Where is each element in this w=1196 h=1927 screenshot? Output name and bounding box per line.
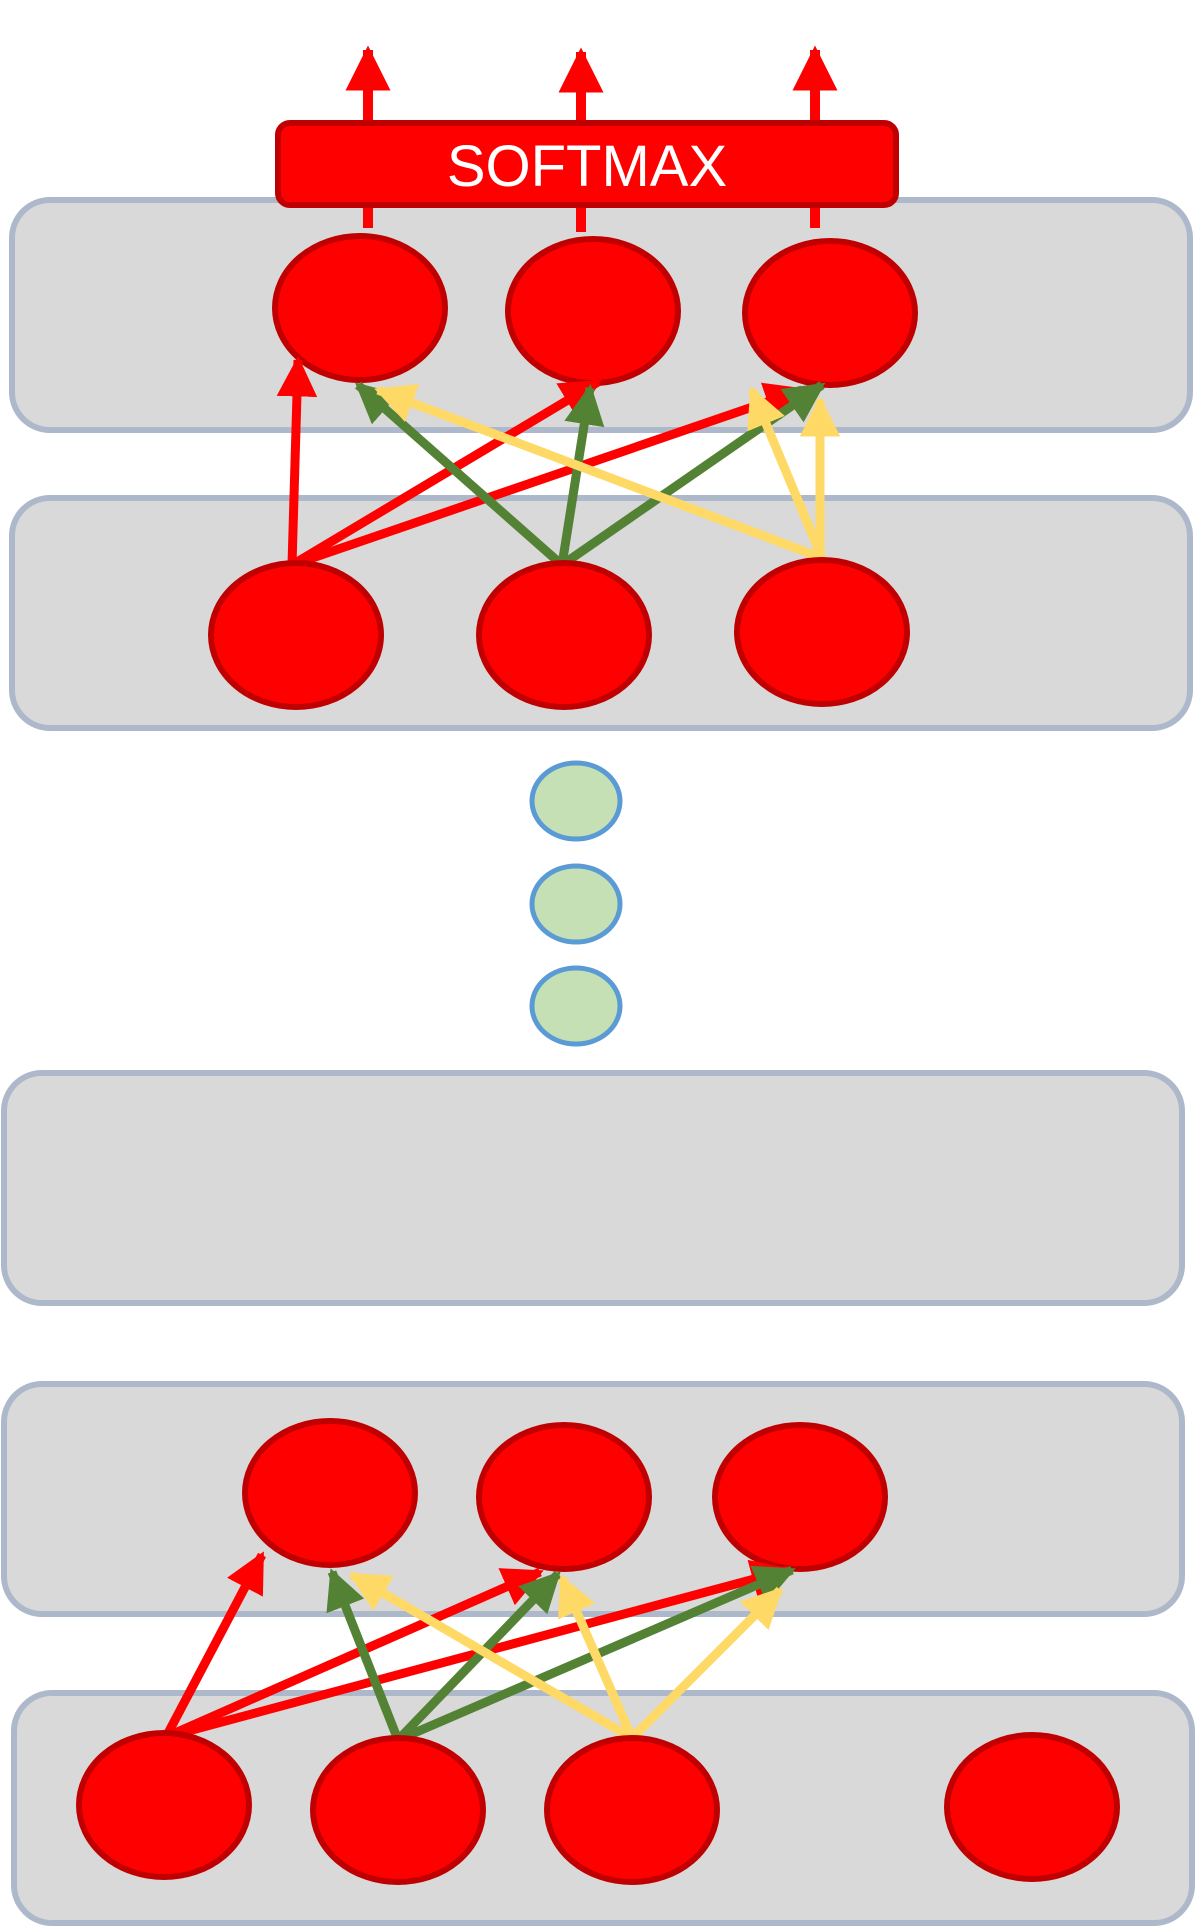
ellipsis-dot-2 [529, 863, 623, 945]
edge-yellow-bottom-2 [557, 1574, 637, 1740]
softmax-box [275, 120, 899, 208]
hidden-top-node-3 [734, 557, 910, 707]
output-node-3 [742, 238, 918, 388]
edge-yellow-bottom-1 [348, 1571, 635, 1742]
hidden-bottom-node-3 [712, 1422, 888, 1572]
softmax-label: SOFTMAX [447, 134, 727, 199]
input-node-4 [944, 1732, 1120, 1882]
edge-red-bottom-2 [164, 1567, 544, 1742]
edge-green-top-2 [557, 383, 605, 566]
hidden-top-node-2 [476, 560, 652, 710]
ellipsis-dot-1 [529, 760, 623, 842]
input-node-3 [544, 1735, 720, 1885]
hidden-top-node-1 [208, 560, 384, 710]
input-node-1 [76, 1730, 252, 1880]
edge-red-top-1 [276, 355, 318, 566]
hidden-bottom-node-1 [242, 1418, 418, 1568]
ellipsis-dot-3 [529, 965, 623, 1047]
edge-yellow-top-1 [374, 383, 824, 563]
hidden-bottom-node-2 [476, 1422, 652, 1572]
edge-green-bottom-2 [394, 1570, 562, 1744]
edge-yellow-top-2 [747, 386, 827, 560]
edge-green-bottom-1 [326, 1568, 403, 1742]
middle-layer [1, 1070, 1185, 1306]
edge-yellow-bottom-3 [628, 1586, 784, 1742]
input-node-2 [310, 1735, 486, 1885]
output-node-1 [272, 233, 448, 383]
edge-red-top-2 [289, 378, 602, 569]
output-node-2 [505, 236, 681, 386]
edge-red-top-3 [290, 382, 806, 570]
edge-red-bottom-1 [162, 1551, 266, 1740]
